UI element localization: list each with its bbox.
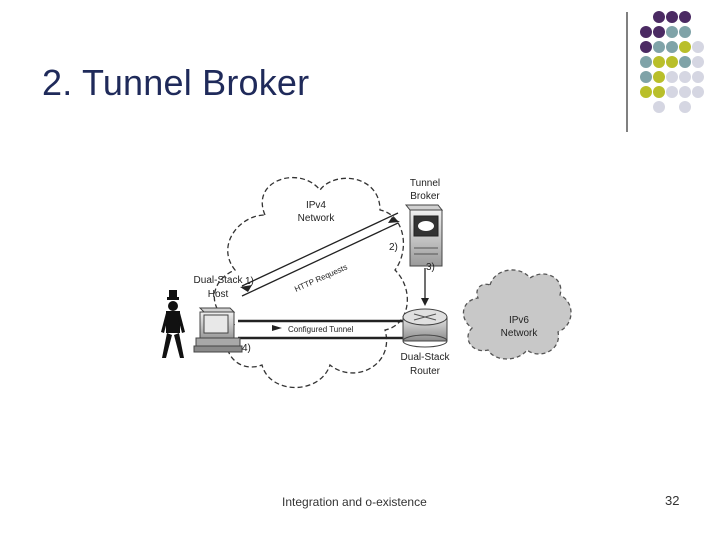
decorative-dot <box>666 11 678 23</box>
decorative-dot <box>692 86 704 98</box>
decorative-dot <box>666 26 678 38</box>
step-2-label: 2) <box>389 242 398 253</box>
dual-stack-router-label-line1: Dual-Stack <box>401 352 451 363</box>
decorative-dot <box>679 101 691 113</box>
decorative-dot <box>679 71 691 83</box>
dual-stack-host-label-line1: Dual-Stack <box>194 275 244 286</box>
decorative-dot <box>666 86 678 98</box>
slide-footer: Integration and o-existence <box>282 495 427 509</box>
decorative-dot <box>640 41 652 53</box>
decorative-dot <box>692 56 704 68</box>
decorative-dot <box>653 71 665 83</box>
decorative-dot <box>666 41 678 53</box>
dual-stack-router <box>402 308 448 348</box>
decorative-dot <box>653 41 665 53</box>
tunnel-broker-label-line2: Broker <box>410 191 440 202</box>
dual-stack-host-label-line2: Host <box>208 289 229 300</box>
dual-stack-router-label-line2: Router <box>410 366 441 377</box>
decorative-dot <box>666 56 678 68</box>
decorative-dot <box>653 11 665 23</box>
ipv4-cloud <box>213 176 408 388</box>
configured-tunnel-label: Configured Tunnel <box>288 325 354 334</box>
decorative-dot <box>692 41 704 53</box>
decorative-dot <box>653 101 665 113</box>
step-1-label: 1) <box>245 276 254 287</box>
broker-to-router-arrowhead <box>421 298 429 306</box>
decorative-dot <box>666 71 678 83</box>
ipv6-cloud-label-line2: Network <box>501 328 539 339</box>
ipv4-cloud-label-line2: Network <box>298 213 336 224</box>
http-request-line-bottom <box>241 222 399 297</box>
decorative-dot <box>679 56 691 68</box>
step-4-label: 4) <box>242 343 251 354</box>
decorative-dot <box>679 11 691 23</box>
decorative-dot <box>679 41 691 53</box>
decorative-dot <box>692 71 704 83</box>
tunnel-broker-server <box>404 204 444 267</box>
decorative-dot <box>640 26 652 38</box>
decorative-dot <box>653 56 665 68</box>
decorative-dot <box>640 86 652 98</box>
dual-stack-host-pc <box>193 307 243 353</box>
ipv6-cloud <box>462 269 572 360</box>
decorative-dot <box>679 26 691 38</box>
http-arrowhead-to-broker <box>388 217 400 223</box>
decorative-dot <box>653 26 665 38</box>
slide-title: 2. Tunnel Broker <box>42 62 310 103</box>
decorative-dot <box>679 86 691 98</box>
page-number: 32 <box>665 493 680 508</box>
http-arrowhead-to-host <box>240 285 252 292</box>
decorative-dot-grid <box>626 11 704 132</box>
http-request-line-top <box>241 212 399 287</box>
decorative-dot <box>653 86 665 98</box>
tunnel-broker-label-line1: Tunnel <box>410 178 440 189</box>
user-person-icon <box>161 290 185 358</box>
tunnel-broker-diagram: IPv4 Network Tunnel Broker Dual-Stack Ho… <box>161 176 572 388</box>
ipv6-cloud-label-line1: IPv6 <box>509 315 529 326</box>
step-3-label: 3) <box>426 262 435 273</box>
decorative-dot <box>640 56 652 68</box>
tunnel-arrowhead <box>272 325 282 331</box>
decorative-dot <box>640 71 652 83</box>
ipv4-cloud-label-line1: IPv4 <box>306 200 326 211</box>
